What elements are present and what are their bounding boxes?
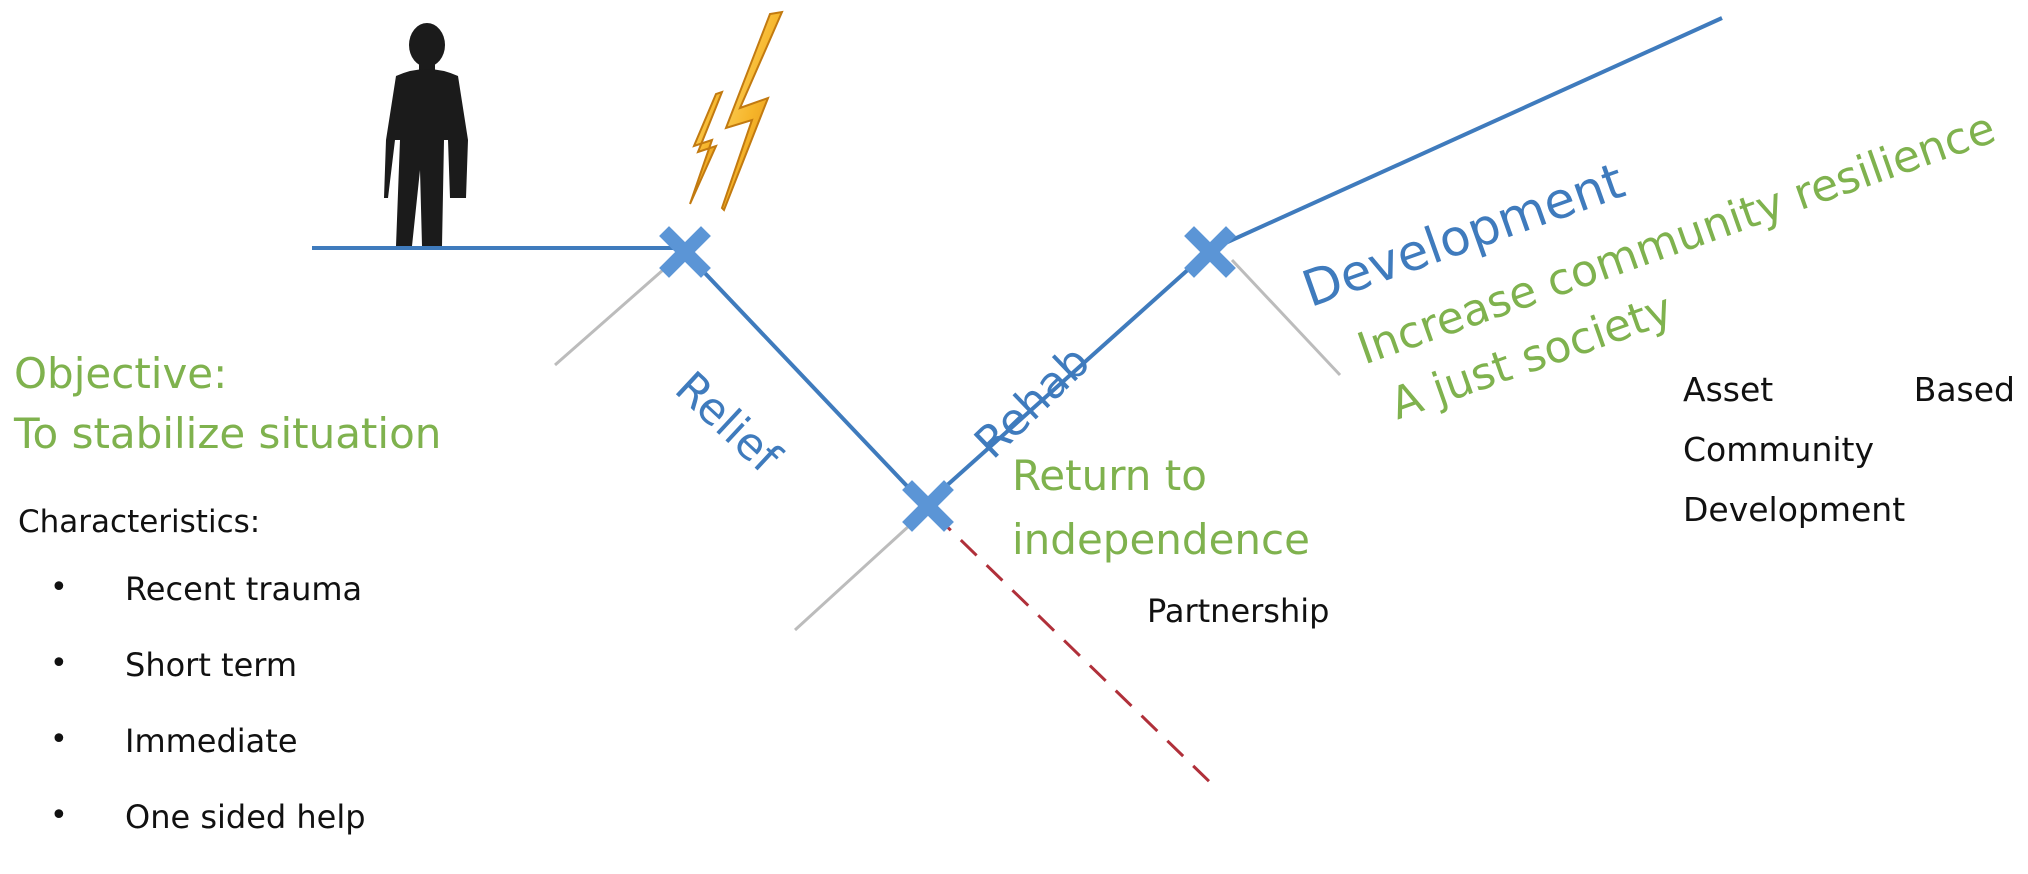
list-item: • Recent trauma	[50, 570, 366, 646]
characteristics-list: • Recent trauma • Short term • Immediate • O…	[50, 570, 366, 874]
characteristics-heading: Characteristics:	[18, 504, 261, 540]
abcd-word-community: Community	[1683, 430, 1874, 469]
rehab-goal-line1: Return to	[1012, 451, 1207, 500]
cross-marker-icon	[902, 480, 954, 532]
development-line	[1209, 16, 1723, 252]
cross-marker-icon	[1184, 226, 1236, 278]
abcd-word-asset: Asset	[1683, 370, 1774, 409]
characteristic-text: One sided help	[125, 798, 366, 836]
abcd-row1: Asset Based	[1683, 360, 2015, 420]
list-item: • One sided help	[50, 798, 366, 874]
objective-block: Objective: To stabilize situation	[14, 344, 441, 464]
bullet-icon: •	[50, 798, 68, 833]
list-item: • Immediate	[50, 722, 366, 798]
bullet-icon: •	[50, 570, 68, 605]
objective-heading: Objective:	[14, 349, 228, 398]
diagram-canvas	[312, 10, 1723, 792]
lightning-bolt-icon	[689, 10, 784, 212]
cross-marker-icon	[659, 226, 711, 278]
decline-dashed-line	[933, 513, 1220, 792]
rehab-goal-block: Return to independence	[1012, 444, 1310, 572]
abcd-block: Asset Based Community Development	[1683, 360, 2015, 540]
relief-line	[681, 248, 927, 507]
list-item: • Short term	[50, 646, 366, 722]
bullet-icon: •	[50, 722, 68, 757]
rehab-line	[923, 248, 1212, 507]
shadow-streak	[1230, 258, 1342, 377]
characteristic-text: Immediate	[125, 722, 298, 760]
objective-text: To stabilize situation	[14, 409, 442, 458]
rehab-goal-line2: independence	[1012, 515, 1310, 564]
shadow-streak	[793, 523, 912, 632]
shadow-streak	[554, 253, 681, 367]
abcd-word-development: Development	[1683, 490, 1906, 529]
abcd-word-based: Based	[1913, 370, 2015, 409]
person-silhouette-icon	[384, 23, 468, 246]
bullet-icon: •	[50, 646, 68, 681]
crisis-development-diagram: Relief Rehab Development Increase commun…	[14, 10, 2015, 836]
partnership-label: Partnership	[1147, 592, 1330, 630]
characteristic-text: Short term	[125, 646, 298, 684]
characteristic-text: Recent trauma	[125, 570, 363, 608]
